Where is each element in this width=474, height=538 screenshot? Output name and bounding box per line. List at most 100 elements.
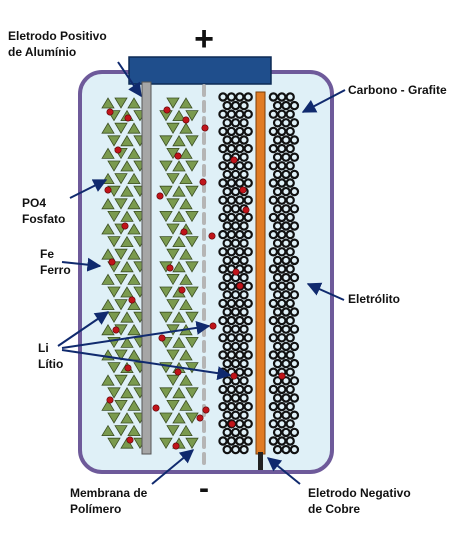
positive-terminal-cap	[128, 56, 272, 85]
crystal-unit	[120, 336, 134, 348]
graphite-ring	[226, 178, 237, 188]
graphite-ring	[243, 350, 253, 360]
lithium-ion	[156, 192, 164, 200]
graphite-ring	[285, 419, 295, 429]
graphite-ring	[285, 315, 295, 326]
graphite-ring	[235, 384, 245, 395]
carbon-graphite-label: Carbono - Grafite	[348, 83, 447, 97]
graphite-ring	[289, 186, 300, 197]
graphite-ring	[243, 281, 253, 291]
crystal-unit	[114, 248, 128, 260]
graphite-ring	[285, 298, 295, 309]
graphite-ring	[218, 195, 228, 205]
graphite-ring	[235, 367, 245, 377]
crystal-unit	[166, 273, 180, 286]
lithium-ion	[208, 232, 216, 240]
lithium-ion	[124, 364, 132, 372]
arrow-carbon	[301, 89, 346, 113]
crystal-unit	[185, 236, 199, 248]
graphite-ring	[226, 92, 237, 102]
aluminum-electrode	[141, 81, 152, 455]
graphite-ring	[285, 384, 295, 395]
graphite-ring	[281, 100, 291, 111]
graphite-ring	[235, 436, 245, 446]
graphite-ring	[235, 161, 245, 171]
graphite-ring	[281, 341, 291, 352]
graphite-ring	[243, 229, 253, 240]
crystal-unit	[101, 298, 115, 311]
graphite-ring	[268, 350, 279, 360]
graphite-ring	[281, 272, 291, 283]
membrane-label: Membrana de Polímero	[70, 486, 151, 516]
graphite-ring	[218, 315, 228, 326]
graphite-ring	[285, 126, 295, 137]
crystal-unit	[127, 424, 141, 437]
crystal-unit	[179, 97, 193, 109]
graphite-ring	[281, 376, 291, 386]
crystal-unit	[179, 147, 193, 159]
lithium-ion	[128, 296, 136, 304]
crystal-unit	[159, 236, 173, 248]
graphite-ring	[281, 204, 291, 214]
graphite-ring	[285, 109, 295, 119]
graphite-ring	[268, 436, 279, 446]
lithium-ion	[232, 268, 240, 276]
graphite-ring	[272, 238, 283, 248]
lithium-ion	[278, 372, 286, 380]
lithium-ion	[166, 264, 174, 272]
crystal-unit	[114, 198, 128, 210]
plus-sign: +	[194, 20, 214, 58]
graphite-ring	[218, 333, 228, 343]
graphite-ring	[277, 298, 287, 309]
graphite-ring	[230, 169, 241, 180]
graphite-ring	[243, 109, 253, 119]
crystal-unit	[120, 261, 134, 273]
graphite-ring	[218, 126, 228, 137]
graphite-ring	[285, 229, 295, 240]
pointer-arrows	[57, 61, 346, 485]
arrow-membrane	[151, 449, 195, 485]
crystal-unit	[172, 261, 186, 273]
graphite-ring	[272, 221, 283, 231]
graphite-ring	[243, 126, 253, 137]
graphite-ring	[268, 401, 279, 412]
crystal-unit	[120, 210, 134, 222]
graphite-ring	[226, 333, 237, 343]
lithium-ion	[178, 286, 186, 294]
graphite-ring	[226, 195, 237, 205]
crystal-unit	[120, 311, 134, 323]
negative-electrode-label: Eletrodo Negativo de Cobre	[308, 486, 414, 516]
crystal-unit	[107, 387, 121, 399]
crystal-unit	[101, 324, 115, 336]
crystal-unit	[172, 336, 186, 348]
crystal-unit	[101, 374, 115, 386]
arrow-lithium-2	[61, 320, 211, 349]
crystal-unit	[185, 362, 199, 374]
crystal-unit	[114, 349, 128, 361]
graphite-ring	[281, 393, 291, 403]
crystal-unit	[185, 311, 199, 323]
graphite-ring	[272, 152, 283, 162]
graphite-ring	[239, 152, 249, 162]
crystal-unit	[120, 235, 134, 248]
crystal-unit	[179, 349, 193, 361]
crystal-unit	[120, 412, 134, 424]
graphite-ring	[218, 229, 228, 240]
graphite-ring	[277, 247, 287, 257]
graphite-ring	[281, 427, 291, 438]
graphite-ring	[239, 135, 249, 145]
crystal-unit	[166, 299, 180, 311]
graphite-ring	[268, 281, 279, 291]
minus-sign: -	[199, 472, 209, 505]
graphite-ring	[281, 135, 291, 145]
graphite-ring	[289, 358, 300, 369]
crystal-unit	[185, 261, 199, 273]
graphite-ring	[272, 118, 283, 128]
graphite-ring	[226, 436, 237, 446]
crystal-unit	[114, 97, 128, 109]
graphite-ring	[285, 367, 295, 377]
graphite-ring	[222, 238, 232, 248]
graphite-ring	[230, 324, 241, 334]
electrolyte-label: Eletrólito	[348, 292, 400, 306]
graphite-ring	[285, 92, 295, 102]
